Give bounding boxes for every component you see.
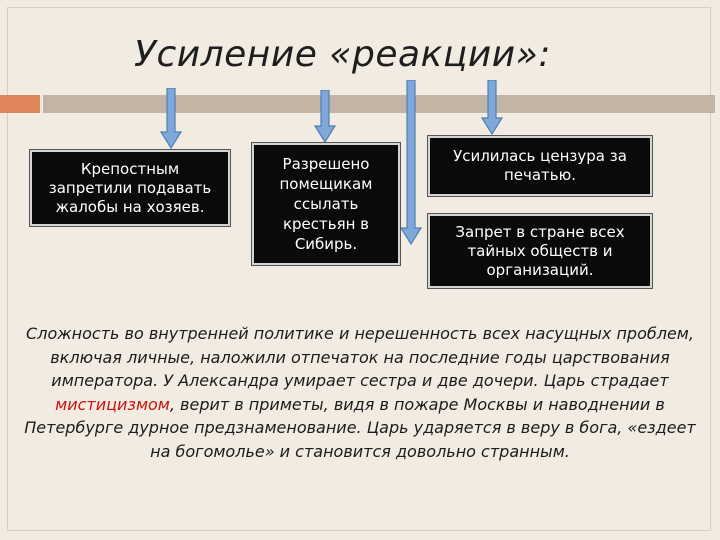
- serfs-complaints-box: Крепостным запретили подавать жалобы на …: [30, 150, 230, 226]
- description-paragraph: Сложность во внутренней политике и нереш…: [24, 322, 696, 463]
- arrow-to-box1: [160, 88, 182, 150]
- arrow-to-box2: [314, 90, 336, 144]
- mysticism-highlight: мистицизмом: [55, 394, 170, 414]
- slide-frame: [7, 7, 711, 531]
- title-underline-bar: [43, 95, 715, 113]
- exile-to-siberia-box: Разрешено помещикам ссылать крестьян в С…: [252, 143, 400, 265]
- paragraph-text-after: , верит в приметы, видя в пожаре Москвы …: [24, 394, 696, 461]
- arrow-to-box4: [400, 80, 422, 246]
- secret-societies-ban-box: Запрет в стране всех тайных обществ и ор…: [428, 214, 652, 288]
- arrow-to-box3: [481, 80, 503, 136]
- censorship-box: Усилилась цензура за печатью.: [428, 136, 652, 196]
- accent-bar: [0, 95, 40, 113]
- paragraph-text-before: Сложность во внутренней политике и нереш…: [26, 324, 694, 390]
- slide-title: Усиление «реакции»:: [134, 34, 551, 75]
